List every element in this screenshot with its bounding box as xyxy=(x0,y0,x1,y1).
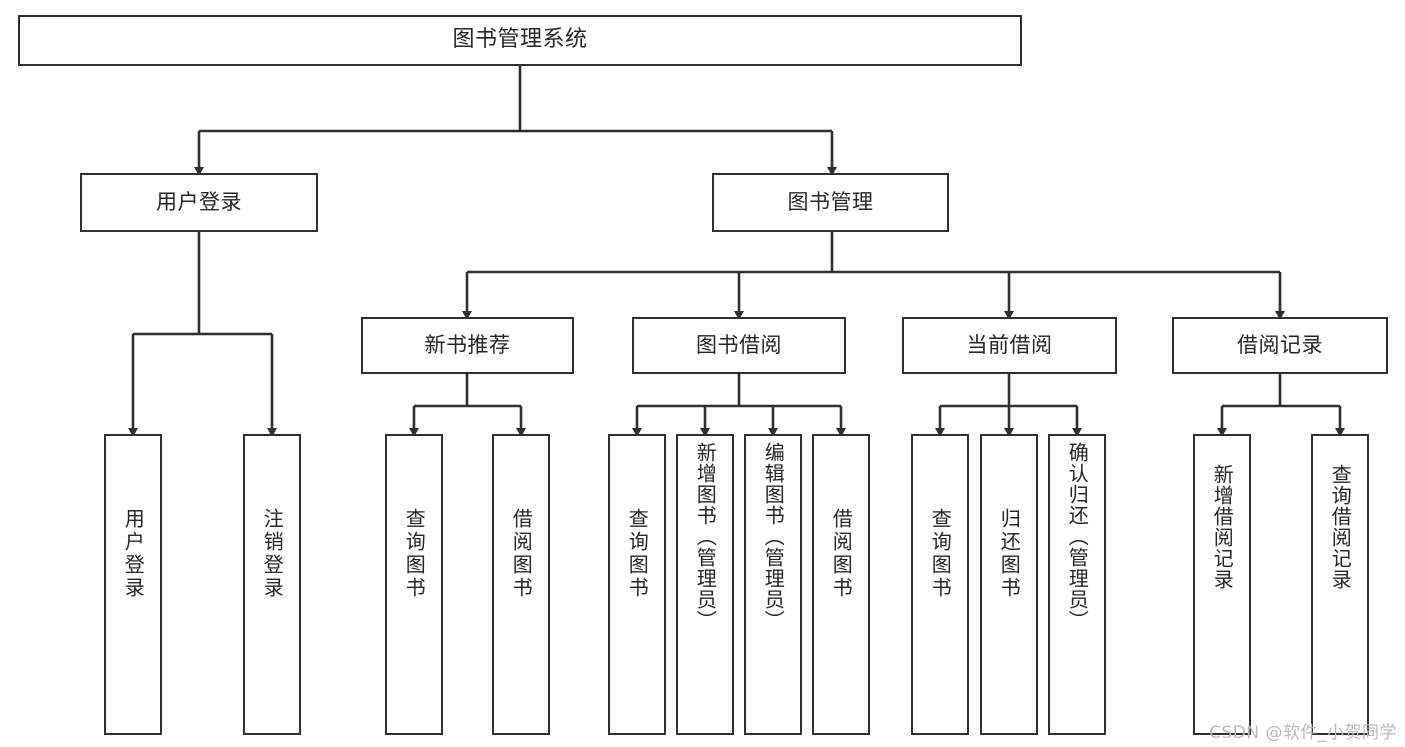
node-new-book-recommend-label: 新书推荐 xyxy=(424,332,511,357)
leaf-cb-return-book-label: 归还图书 xyxy=(997,508,1022,600)
leaf-bb-query-book-label: 查询图书 xyxy=(625,508,650,600)
leaf-cb-query-book-label: 查询图书 xyxy=(928,508,953,600)
leaf-br-add-record[interactable]: 新增借阅记录 xyxy=(1193,434,1251,735)
node-book-borrow[interactable]: 图书借阅 xyxy=(632,317,846,374)
leaf-br-add-record-label: 新增借阅记录 xyxy=(1210,464,1235,590)
leaf-user-login[interactable]: 用户登录 xyxy=(104,434,162,735)
leaf-cb-confirm-return-admin-label: 确认归还（管理员） xyxy=(1065,442,1090,631)
leaf-nb-borrow-book[interactable]: 借阅图书 xyxy=(492,434,550,735)
leaf-br-query-record-label: 查询借阅记录 xyxy=(1328,464,1353,590)
node-book-manage[interactable]: 图书管理 xyxy=(712,173,949,232)
leaf-nb-borrow-book-label: 借阅图书 xyxy=(509,508,534,600)
leaf-nb-query-book[interactable]: 查询图书 xyxy=(385,434,443,735)
leaf-logout-label: 注销登录 xyxy=(260,508,285,600)
leaf-bb-query-book[interactable]: 查询图书 xyxy=(608,434,666,735)
leaf-nb-query-book-label: 查询图书 xyxy=(402,508,427,600)
leaf-bb-add-book-admin-label: 新增图书（管理员） xyxy=(693,442,718,631)
node-current-borrow[interactable]: 当前借阅 xyxy=(902,317,1117,374)
leaf-bb-edit-book-admin-label: 编辑图书（管理员） xyxy=(761,442,786,631)
leaf-user-login-label: 用户登录 xyxy=(121,508,146,600)
leaf-bb-edit-book-admin[interactable]: 编辑图书（管理员） xyxy=(744,434,802,735)
leaf-br-query-record[interactable]: 查询借阅记录 xyxy=(1311,434,1369,735)
node-root-system[interactable]: 图书管理系统 xyxy=(18,15,1022,66)
leaf-bb-borrow-book-label: 借阅图书 xyxy=(829,508,854,600)
csdn-watermark: CSDN @软件_小贺同学 xyxy=(1209,723,1397,743)
node-user-login-label: 用户登录 xyxy=(156,189,242,214)
leaf-bb-borrow-book[interactable]: 借阅图书 xyxy=(812,434,870,735)
node-book-manage-label: 图书管理 xyxy=(787,189,874,214)
node-user-login[interactable]: 用户登录 xyxy=(80,173,318,232)
node-book-borrow-label: 图书借阅 xyxy=(696,332,782,357)
leaf-cb-confirm-return-admin[interactable]: 确认归还（管理员） xyxy=(1048,434,1106,735)
leaf-cb-query-book[interactable]: 查询图书 xyxy=(911,434,969,735)
node-current-borrow-label: 当前借阅 xyxy=(966,332,1053,357)
node-root-label: 图书管理系统 xyxy=(452,27,588,53)
leaf-cb-return-book[interactable]: 归还图书 xyxy=(980,434,1038,735)
leaf-bb-add-book-admin[interactable]: 新增图书（管理员） xyxy=(676,434,734,735)
node-borrow-record[interactable]: 借阅记录 xyxy=(1172,317,1388,374)
node-new-book-recommend[interactable]: 新书推荐 xyxy=(361,317,574,374)
leaf-logout[interactable]: 注销登录 xyxy=(243,434,301,735)
node-borrow-record-label: 借阅记录 xyxy=(1237,332,1323,357)
